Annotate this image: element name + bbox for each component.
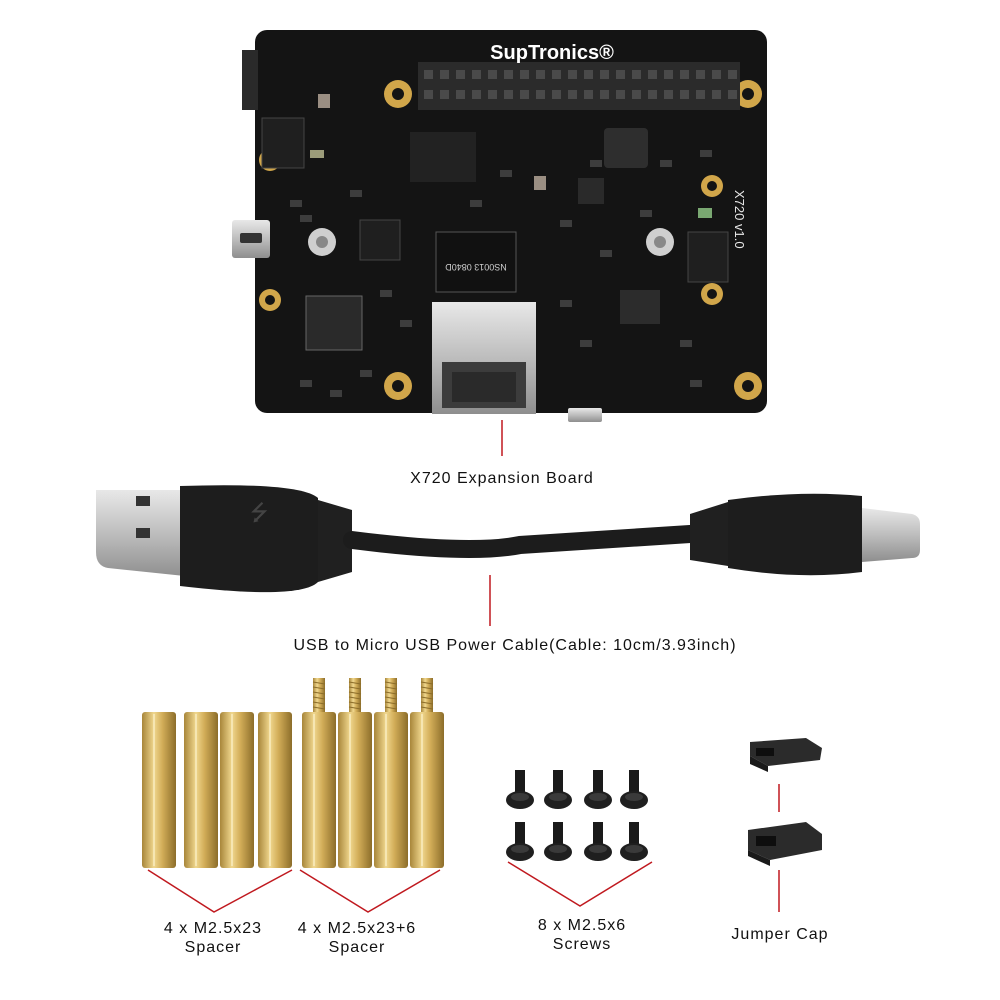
label-screws: 8 x M2.5x6 Screws: [497, 916, 667, 954]
usb-icon: ⭍: [250, 501, 268, 526]
label-spacer23-line2: Spacer: [184, 939, 242, 956]
leader-lines: [147, 420, 780, 913]
micro-usb-plug: [862, 508, 920, 562]
transformer-chip: [435, 231, 517, 293]
gpio-header: [418, 62, 740, 110]
spacers-m25x23: [142, 712, 292, 868]
label-screws-line1: 8 x M2.5x6: [537, 917, 627, 934]
board-brand: SupTronics®: [490, 42, 614, 64]
label-spacer236: 4 x M2.5x23+6 Spacer: [272, 919, 442, 957]
label-jumper: Jumper Cap: [731, 926, 829, 943]
x720-board: [232, 30, 767, 422]
label-spacer236-line1: 4 x M2.5x23+6: [297, 920, 417, 937]
jumper-cap-top: [750, 738, 822, 772]
label-spacer23: 4 x M2.5x23 Spacer: [128, 919, 298, 957]
screws: [506, 770, 648, 861]
jumper-cap-bottom: [748, 822, 822, 866]
label-board: X720 Expansion Board: [410, 470, 594, 487]
label-spacer236-line2: Spacer: [328, 939, 386, 956]
label-screws-line2: Screws: [552, 936, 612, 953]
chip-marking: NS0013 0840D: [445, 262, 507, 272]
jumper-caps: [748, 738, 822, 866]
ethernet-jack: [432, 302, 536, 414]
usb-cable: ⭍: [96, 485, 920, 593]
label-cable: USB to Micro USB Power Cable(Cable: 10cm…: [293, 637, 737, 654]
spacers-m25x23-6: [302, 678, 444, 868]
label-spacer23-line1: 4 x M2.5x23: [163, 920, 263, 937]
board-model: X720 v1.0: [732, 190, 747, 249]
